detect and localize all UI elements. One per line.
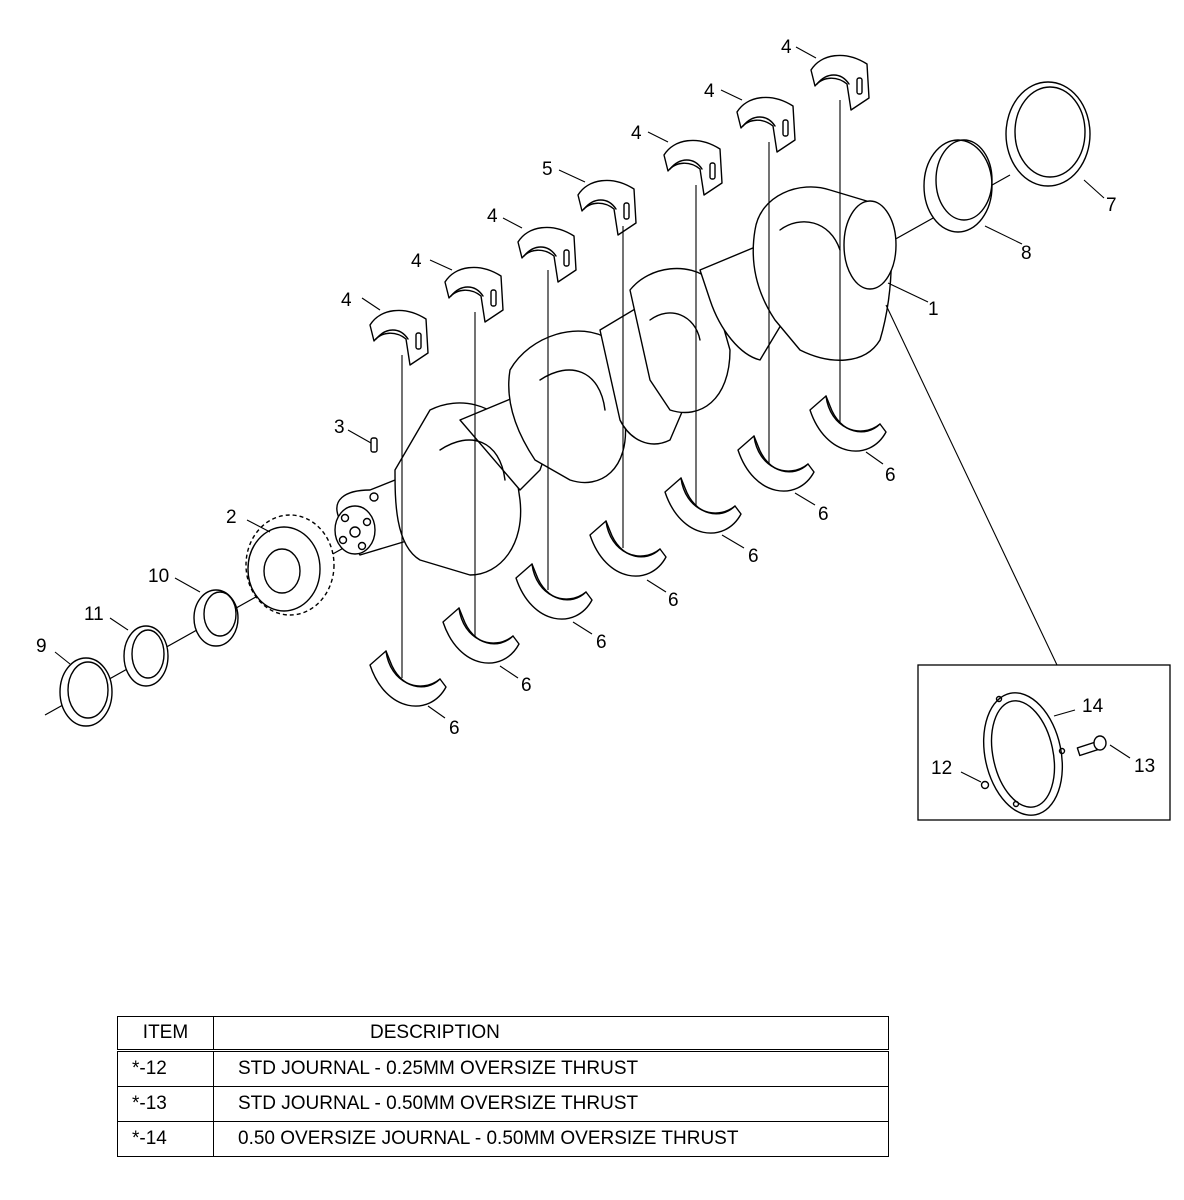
callout-13: 13 [1134,756,1155,777]
callout-4: 4 [341,290,352,311]
item-cell: *-13 [117,1086,214,1122]
callout-6: 6 [521,675,532,696]
lower-main-bearing-2 [442,607,520,664]
table-row: *-14 0.50 OVERSIZE JOURNAL - 0.50MM OVER… [117,1121,889,1157]
callout-6: 6 [748,546,759,567]
upper-main-bearing-1 [369,309,429,366]
wear-sleeve [193,589,239,647]
thrust-bolt [1076,735,1107,757]
callout-6: 6 [885,465,896,486]
crankshaft [334,186,897,576]
alignment-lines [401,100,841,678]
callout-4: 4 [631,123,642,144]
upper-main-bearing-2 [444,266,504,323]
callout-6: 6 [668,590,679,611]
callout-5: 5 [542,159,553,180]
callout-10: 10 [148,566,169,587]
upper-main-bearing-3 [517,226,577,283]
column-header-description: DESCRIPTION [213,1016,889,1052]
callout-labels: 1 2 3 4 4 4 5 4 4 4 6 6 6 6 6 6 6 7 8 9 … [36,37,1155,779]
description-cell: 0.50 OVERSIZE JOURNAL - 0.50MM OVERSIZE … [213,1121,889,1157]
lower-main-bearing-3 [515,563,593,620]
lower-main-bearing-6 [737,435,815,492]
exploded-diagram: 1 2 3 4 4 4 5 4 4 4 6 6 6 6 6 6 6 7 8 9 … [36,37,1171,821]
callout-14: 14 [1082,696,1104,717]
table-row: *-13 STD JOURNAL - 0.50MM OVERSIZE THRUS… [117,1086,889,1122]
table-row: *-12 STD JOURNAL - 0.25MM OVERSIZE THRUS… [117,1050,889,1087]
callout-4: 4 [487,206,498,227]
callout-4: 4 [411,251,422,272]
callout-leaders [54,46,1105,719]
callout-6: 6 [449,718,460,739]
front-oil-seal [59,657,113,727]
lower-main-bearing-7 [809,395,887,452]
thrust-washer-detail [917,664,1171,821]
callout-12: 12 [931,758,952,779]
callout-7: 7 [1106,195,1117,216]
thrust-bearing-upper [577,179,637,236]
timing-gear [245,514,335,616]
item-cell: *-14 [117,1121,214,1157]
front-seal-ring [123,625,169,687]
callout-8: 8 [1021,243,1032,264]
callout-6: 6 [818,504,829,525]
description-cell: STD JOURNAL - 0.50MM OVERSIZE THRUST [213,1086,889,1122]
callout-4: 4 [781,37,792,58]
dowel-pin [370,437,378,453]
callout-2: 2 [226,507,237,528]
description-cell: STD JOURNAL - 0.25MM OVERSIZE THRUST [213,1050,889,1087]
callout-9: 9 [36,636,47,657]
callout-6: 6 [596,632,607,653]
rear-oil-seal [1005,81,1091,187]
upper-main-bearing-5 [736,96,796,153]
lower-main-bearing-4 [589,520,667,577]
callout-4: 4 [704,81,715,102]
thrust-pin [980,780,990,790]
table-header-row: ITEM DESCRIPTION [117,1016,889,1052]
callout-11: 11 [84,604,104,625]
item-cell: *-12 [117,1050,214,1087]
upper-main-bearing-4 [663,139,723,196]
lower-main-bearing-1 [369,650,447,707]
lower-main-bearing-5 [664,477,742,534]
rear-wear-sleeve [923,139,993,233]
parts-table: ITEM DESCRIPTION *-12 STD JOURNAL - 0.25… [117,1016,889,1157]
column-header-item: ITEM [117,1016,214,1052]
callout-3: 3 [334,417,345,438]
callout-1: 1 [928,299,939,320]
